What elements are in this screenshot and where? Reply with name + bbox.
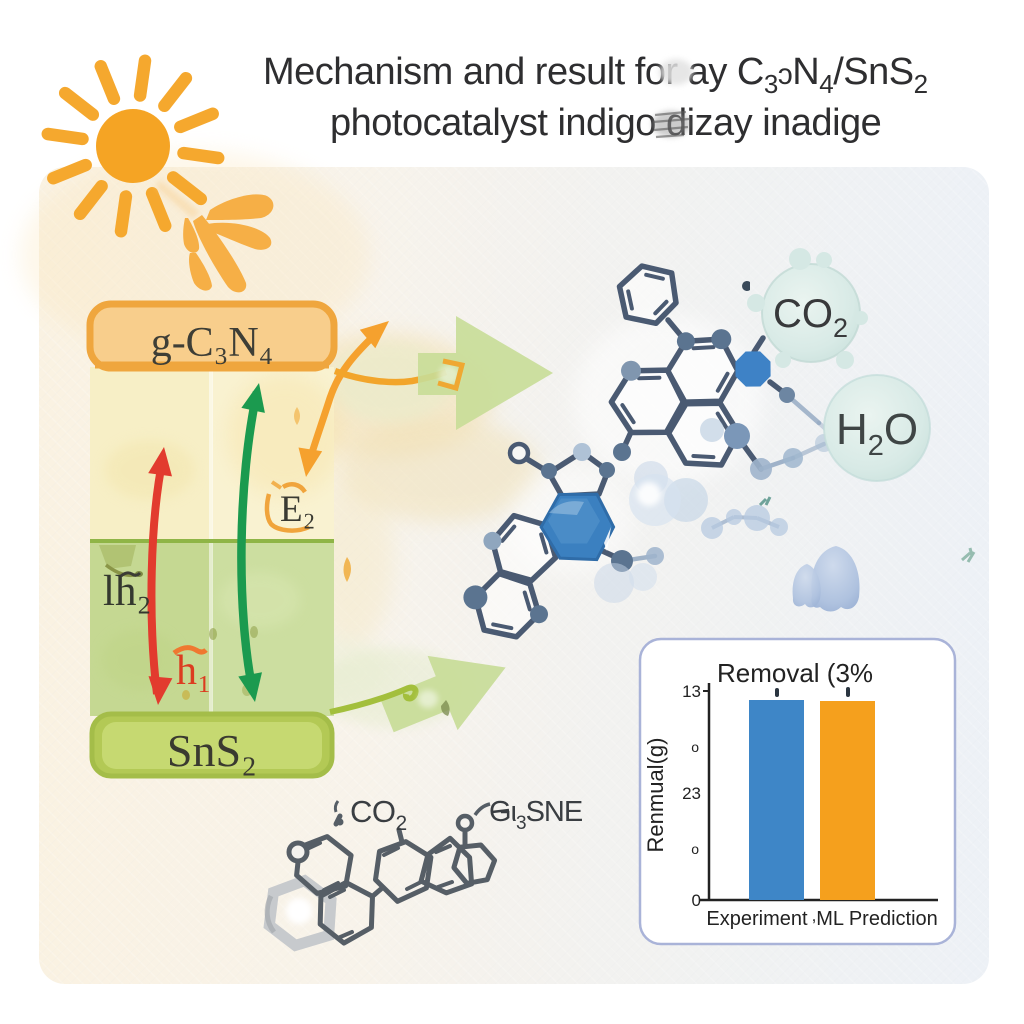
- svg-text:E₂: E₂: [280, 489, 316, 530]
- svg-text:h₁: h₁: [176, 648, 212, 694]
- svg-text:photocatalyst indigo dizay ina: photocatalyst indigo dizay inadige: [330, 102, 881, 144]
- svg-text:Renmual(g): Renmual(g): [643, 738, 668, 853]
- svg-text:Experiment: Experiment: [706, 908, 808, 930]
- svg-text:o: o: [691, 739, 699, 755]
- svg-text:Removal (3%: Removal (3%: [717, 658, 873, 688]
- svg-text:23: 23: [682, 784, 701, 803]
- svg-text:13: 13: [682, 682, 701, 701]
- svg-text:,: ,: [812, 906, 817, 925]
- svg-text:SnS₂: SnS₂: [167, 725, 257, 776]
- svg-text:o: o: [691, 841, 699, 857]
- svg-text:ML Prediction: ML Prediction: [816, 908, 938, 930]
- svg-text:H2O: H2O: [836, 405, 918, 462]
- svg-text:0: 0: [692, 891, 701, 910]
- svg-text:g-C₃N₄: g-C₃N₄: [151, 320, 274, 366]
- svg-text:lh₂: lh₂: [103, 568, 151, 615]
- svg-text:Mechanism and result for ay C3: Mechanism and result for ay C3ɔN4/SnS2: [263, 51, 928, 99]
- svg-text:Gι3SNE: Gι3SNE: [489, 796, 583, 834]
